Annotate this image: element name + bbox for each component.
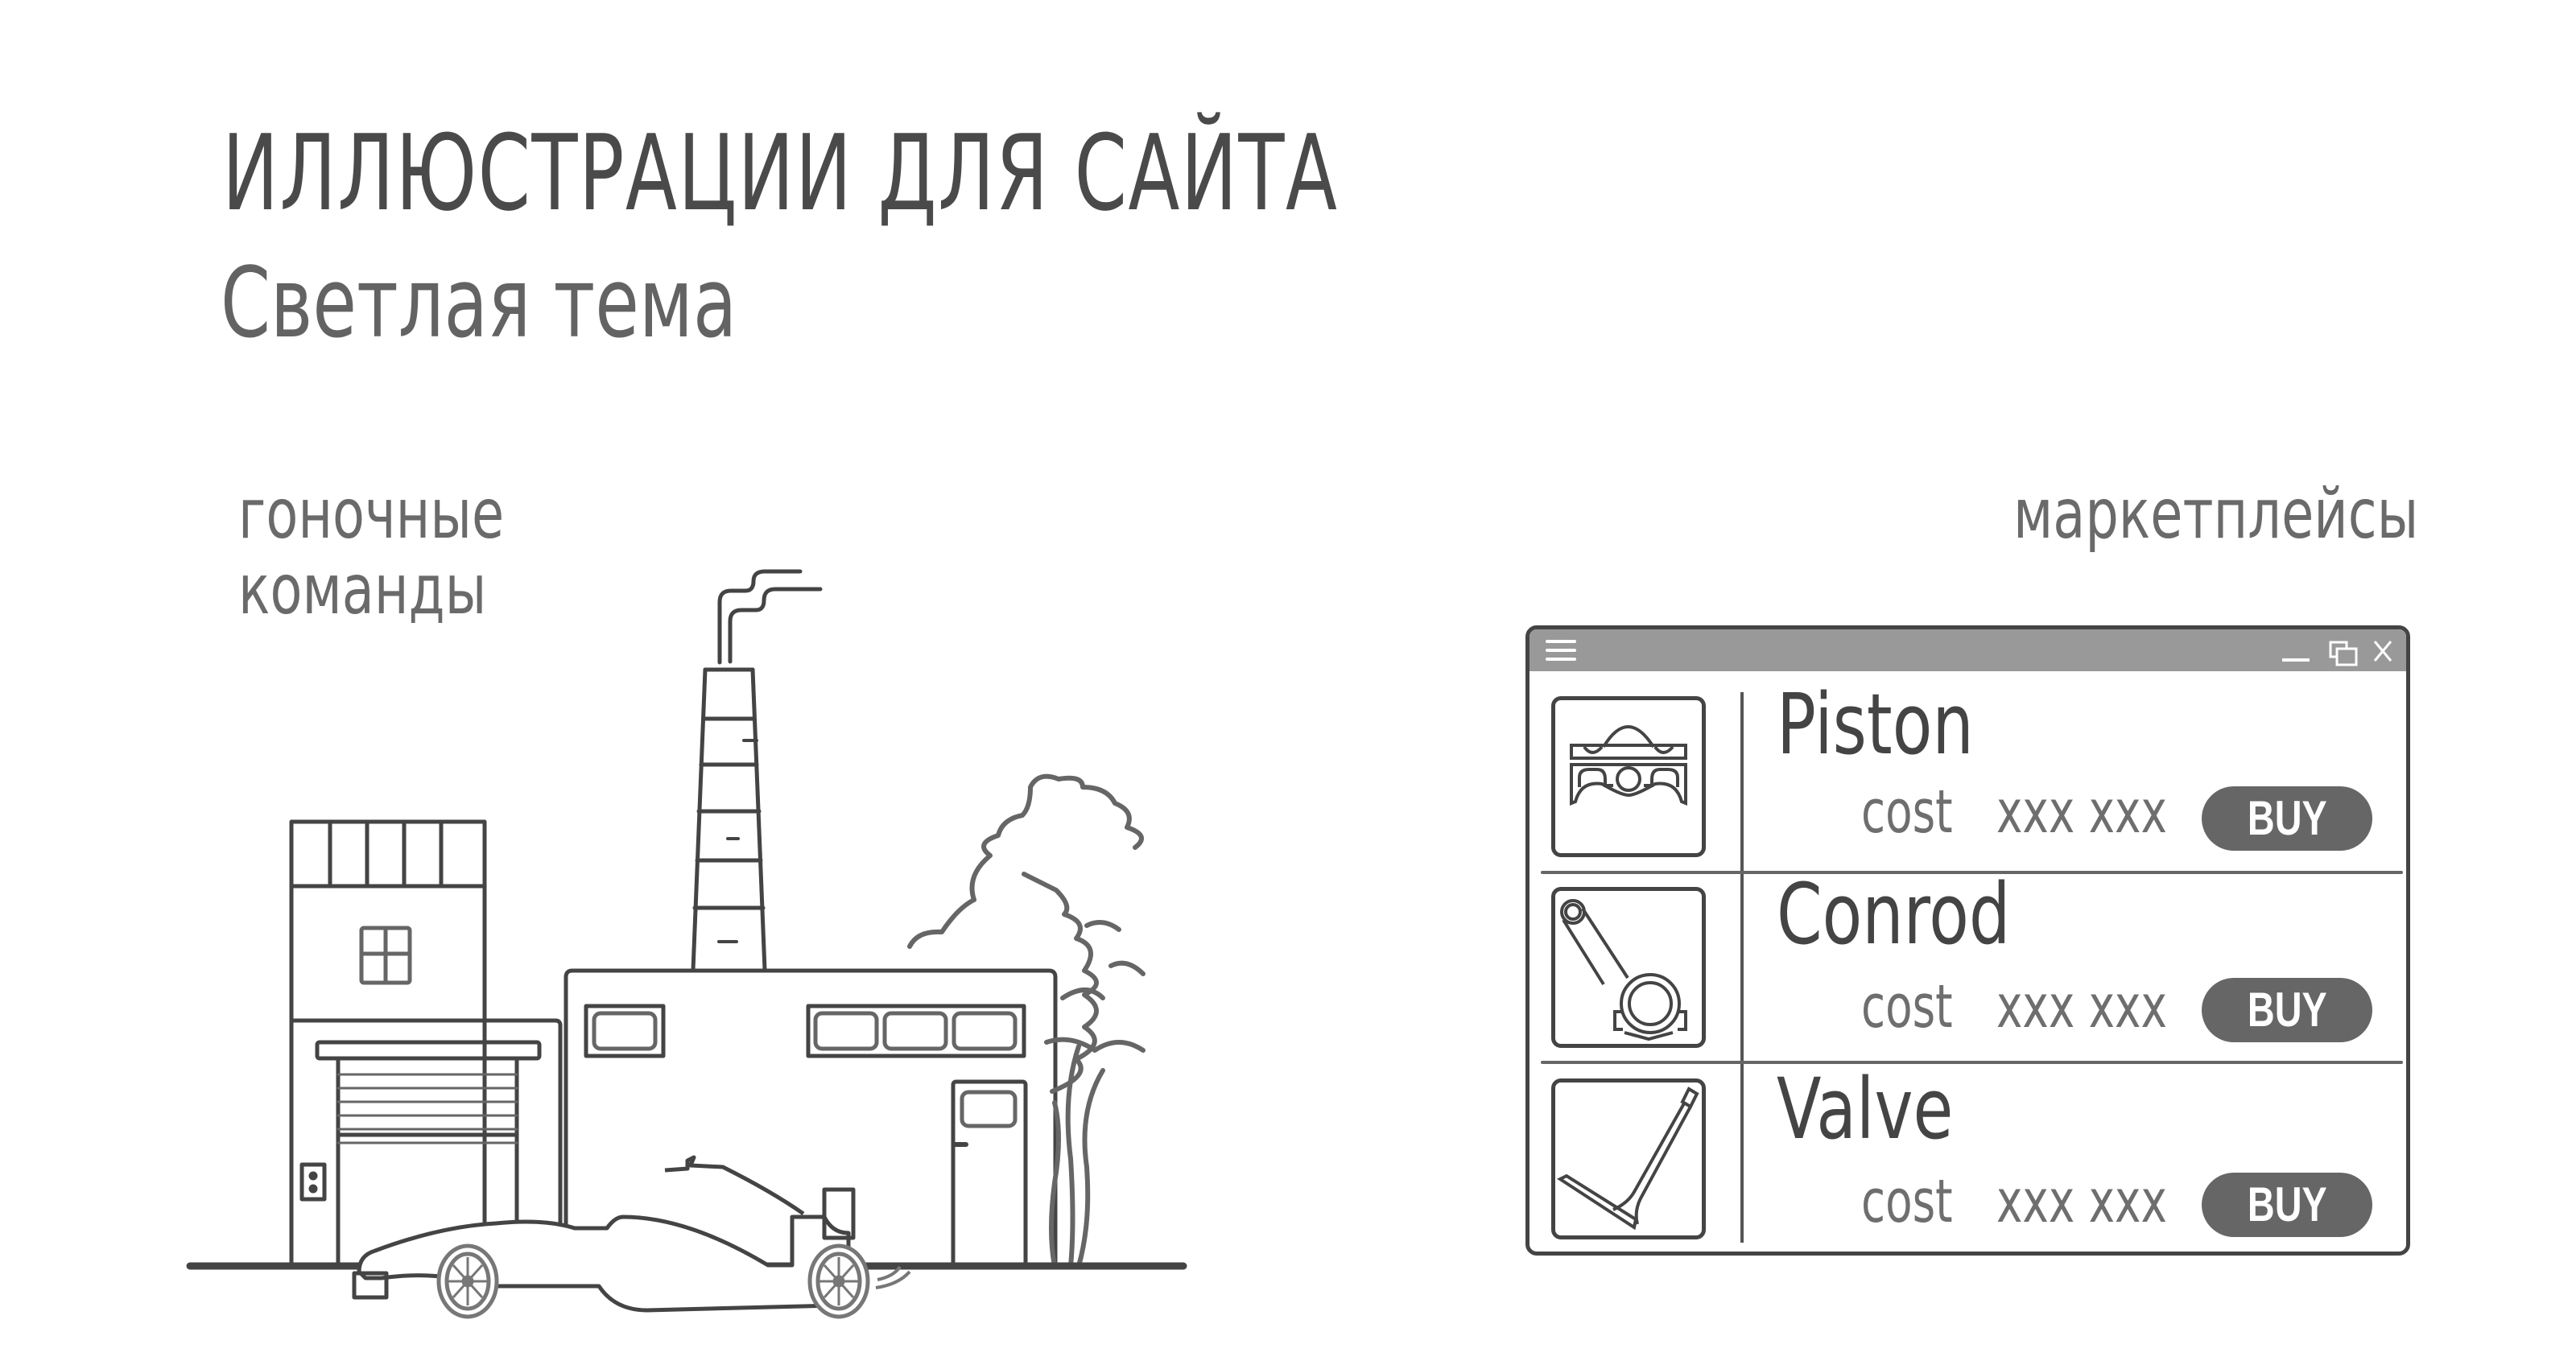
restore-icon[interactable] (2329, 641, 2358, 666)
buy-button-label: BUY (2247, 983, 2327, 1037)
piston-icon (1570, 725, 1687, 806)
cost-label: cost (1861, 972, 1953, 1041)
smoke-icon (717, 569, 823, 665)
garage-icon (289, 1018, 563, 1268)
cost-value: xxx xxx (1996, 1167, 2167, 1236)
chimney-icon (691, 667, 767, 972)
valve-icon (1556, 1087, 1699, 1231)
minimize-icon[interactable] (2282, 658, 2310, 662)
buy-button[interactable]: BUY (2202, 978, 2372, 1042)
column-divider (1740, 692, 1744, 1243)
row-divider (1541, 1061, 2403, 1064)
item-name: Valve (1777, 1060, 1954, 1158)
cost-label: cost (1861, 777, 1953, 847)
page-subtitle: Светлая тема (221, 248, 737, 360)
item-name: Piston (1777, 675, 1974, 773)
row-divider (1541, 871, 2403, 874)
section-label-racing-line1: гоночные (238, 474, 505, 555)
race-car-icon (352, 1155, 911, 1319)
page-title: ИЛЛЮСТРАЦИИ ДЛЯ САЙТА (222, 112, 1339, 234)
item-thumbnail (1551, 887, 1706, 1048)
office-tower-icon (289, 819, 487, 1268)
tree-icon (907, 773, 1146, 1268)
menu-icon[interactable] (1546, 640, 1576, 661)
item-thumbnail (1551, 1078, 1706, 1239)
cost-value: xxx xxx (1996, 777, 2167, 847)
factory-building-icon (564, 968, 1058, 1268)
buy-button[interactable]: BUY (2202, 1173, 2372, 1237)
section-label-racing-line2: команды (238, 550, 487, 630)
cost-label: cost (1861, 1167, 1953, 1236)
section-label-marketplace: маркетплейсы (2013, 474, 2418, 555)
buy-button-label: BUY (2247, 1177, 2327, 1231)
buy-button-label: BUY (2247, 791, 2327, 845)
item-thumbnail (1551, 696, 1706, 857)
buy-button[interactable]: BUY (2202, 786, 2372, 851)
conrod-icon (1560, 899, 1687, 1041)
window-titlebar[interactable] (1530, 629, 2406, 671)
close-icon[interactable] (2372, 639, 2393, 663)
item-name: Conrod (1777, 865, 2011, 963)
cost-value: xxx xxx (1996, 972, 2167, 1041)
marketplace-window: Piston cost xxx xxx BUY Conrod cost xxx … (1525, 625, 2410, 1256)
